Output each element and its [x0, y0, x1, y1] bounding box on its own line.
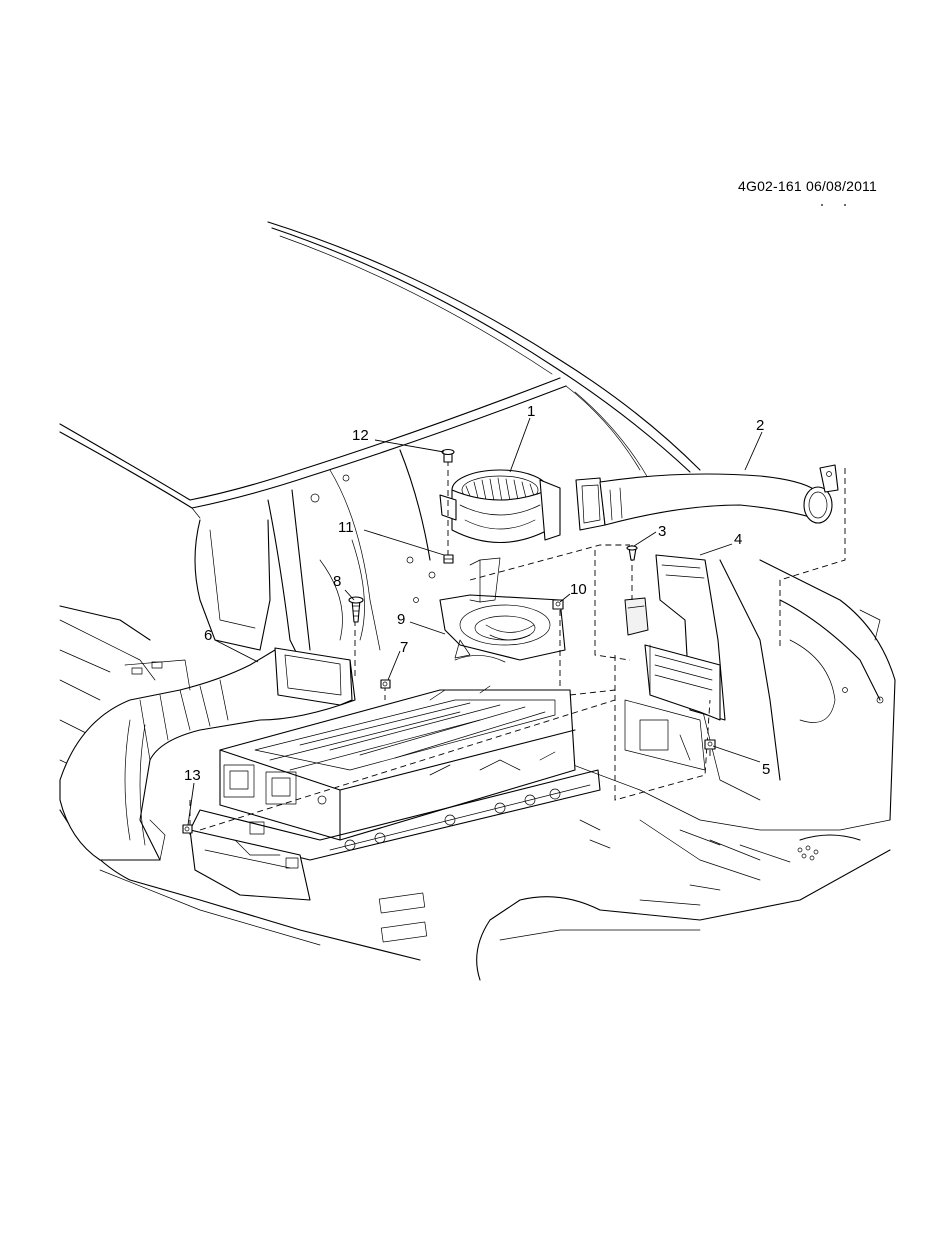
callout-2: 2 — [756, 417, 764, 434]
callout-7: 7 — [400, 639, 408, 656]
callout-3: 3 — [658, 523, 666, 540]
callout-labels: 1 2 3 4 5 6 7 8 9 10 11 12 13 — [184, 403, 770, 784]
callout-10: 10 — [570, 581, 587, 598]
battery-pack-assembly — [189, 685, 601, 901]
callout-8: 8 — [333, 573, 341, 590]
callout-6: 6 — [204, 627, 212, 644]
alignment-dashed-lines — [189, 460, 846, 835]
grille-bracket — [644, 644, 721, 721]
callout-4: 4 — [734, 531, 742, 548]
left-air-inlet-duct — [59, 647, 356, 861]
callout-9: 9 — [397, 611, 405, 628]
callout-12: 12 — [352, 427, 369, 444]
callout-11: 11 — [338, 519, 354, 536]
reference-marks — [821, 204, 846, 206]
callout-leader-lines — [187, 417, 763, 826]
blower-motor-assembly — [439, 469, 606, 543]
air-outlet-duct — [599, 464, 839, 526]
drawing-reference-number: 4G02-161 06/08/2011 — [738, 178, 877, 194]
callout-1: 1 — [527, 403, 535, 420]
vehicle-body-structure — [194, 449, 896, 861]
fasteners — [182, 448, 716, 834]
callout-5: 5 — [762, 761, 770, 778]
callout-13: 13 — [184, 767, 201, 784]
blower-bracket-lower — [439, 557, 566, 661]
vehicle-roof-outline — [59, 221, 701, 519]
